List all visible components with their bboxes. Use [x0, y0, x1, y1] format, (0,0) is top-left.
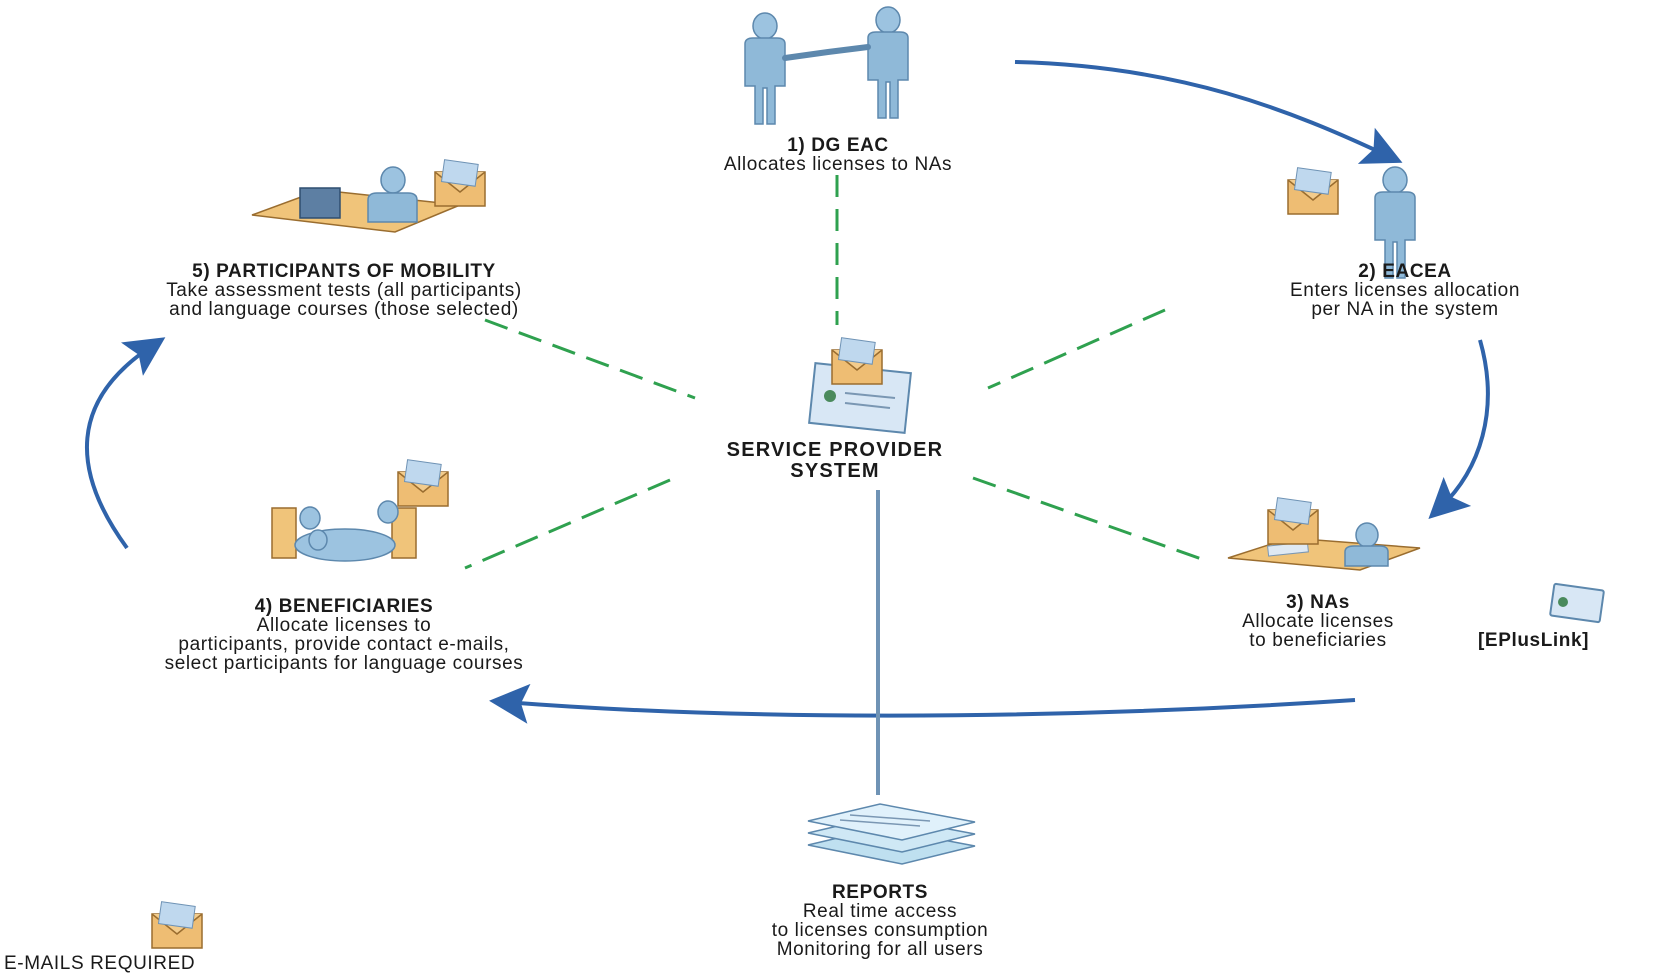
node-beneficiaries: 4) BENEFICIARIES Allocate licenses to pa… [10, 597, 678, 673]
node-desc-line: Take assessment tests (all participants) [166, 280, 522, 301]
node-title: 3) NAs [1286, 592, 1350, 613]
node-dg-eac: 1) DG EAC Allocates licenses to NAs [618, 136, 1058, 174]
node-desc-line: to beneficiaries [1249, 630, 1387, 651]
node-desc-line: Allocate licenses to [256, 615, 432, 636]
node-participants: 5) PARTICIPANTS OF MOBILITY Take assessm… [10, 262, 678, 319]
node-desc-line: Allocate licenses [1242, 611, 1394, 632]
flow-arrow-4-to-5 [85, 337, 166, 550]
node-desc-line: per NA in the system [1311, 299, 1499, 320]
envelope-icon [397, 458, 449, 507]
node-title: 5) PARTICIPANTS OF MOBILITY [192, 261, 496, 282]
envelope-icon [831, 336, 883, 385]
node-desc-line: Allocates licenses to NAs [723, 154, 953, 175]
flow-arrow-1-to-2 [1014, 60, 1403, 164]
node-desc-line: and language courses (those selected) [169, 299, 519, 320]
participants-desk-icon [251, 166, 461, 233]
node-title: REPORTS [831, 882, 929, 903]
link-participants [484, 318, 696, 400]
flow-arrow-2-to-3 [1428, 339, 1490, 520]
node-title: 2) EACEA [1358, 261, 1452, 282]
flow-arrow-3-to-4 [489, 683, 1356, 724]
node-desc-line: select participants for language courses [164, 653, 524, 674]
center-line: SYSTEM [790, 460, 880, 482]
legend-envelope-icon [151, 900, 203, 949]
link-eacea [987, 308, 1166, 390]
node-desc-line: Enters licenses allocation [1290, 280, 1520, 301]
eplus-card-icon [1549, 582, 1605, 624]
envelope-icon [1287, 166, 1339, 215]
node-reports: REPORTS Real time access to licenses con… [660, 883, 1100, 959]
beneficiaries-meeting-icon [271, 500, 417, 562]
envelope-icon [434, 158, 486, 207]
legend-label: E-MAILS REQUIRED [4, 953, 196, 974]
node-desc-line: Monitoring for all users [776, 939, 984, 960]
epluslink-label: [EPlusLink] [1478, 630, 1590, 651]
node-desc-line: participants, provide contact e-mails, [178, 634, 510, 655]
link-nas [972, 476, 1211, 564]
link-beneficiaries [464, 478, 671, 570]
reports-stack-icon [807, 803, 976, 865]
node-desc-line: to licenses consumption [771, 920, 989, 941]
center-system-label: SERVICE PROVIDER SYSTEM [640, 440, 1030, 482]
nas-desk-icon [1227, 522, 1421, 571]
envelope-icon [1267, 496, 1319, 545]
node-title: 4) BENEFICIARIES [254, 596, 434, 617]
node-eacea: 2) EACEA Enters licenses allocation per … [1185, 262, 1625, 319]
center-line: SERVICE PROVIDER [726, 439, 944, 461]
node-desc-line: Real time access [802, 901, 958, 922]
node-nas: 3) NAs Allocate licenses to beneficiarie… [1168, 593, 1468, 650]
people-handshake-icon [744, 6, 909, 125]
node-title: 1) DG EAC [787, 135, 889, 156]
